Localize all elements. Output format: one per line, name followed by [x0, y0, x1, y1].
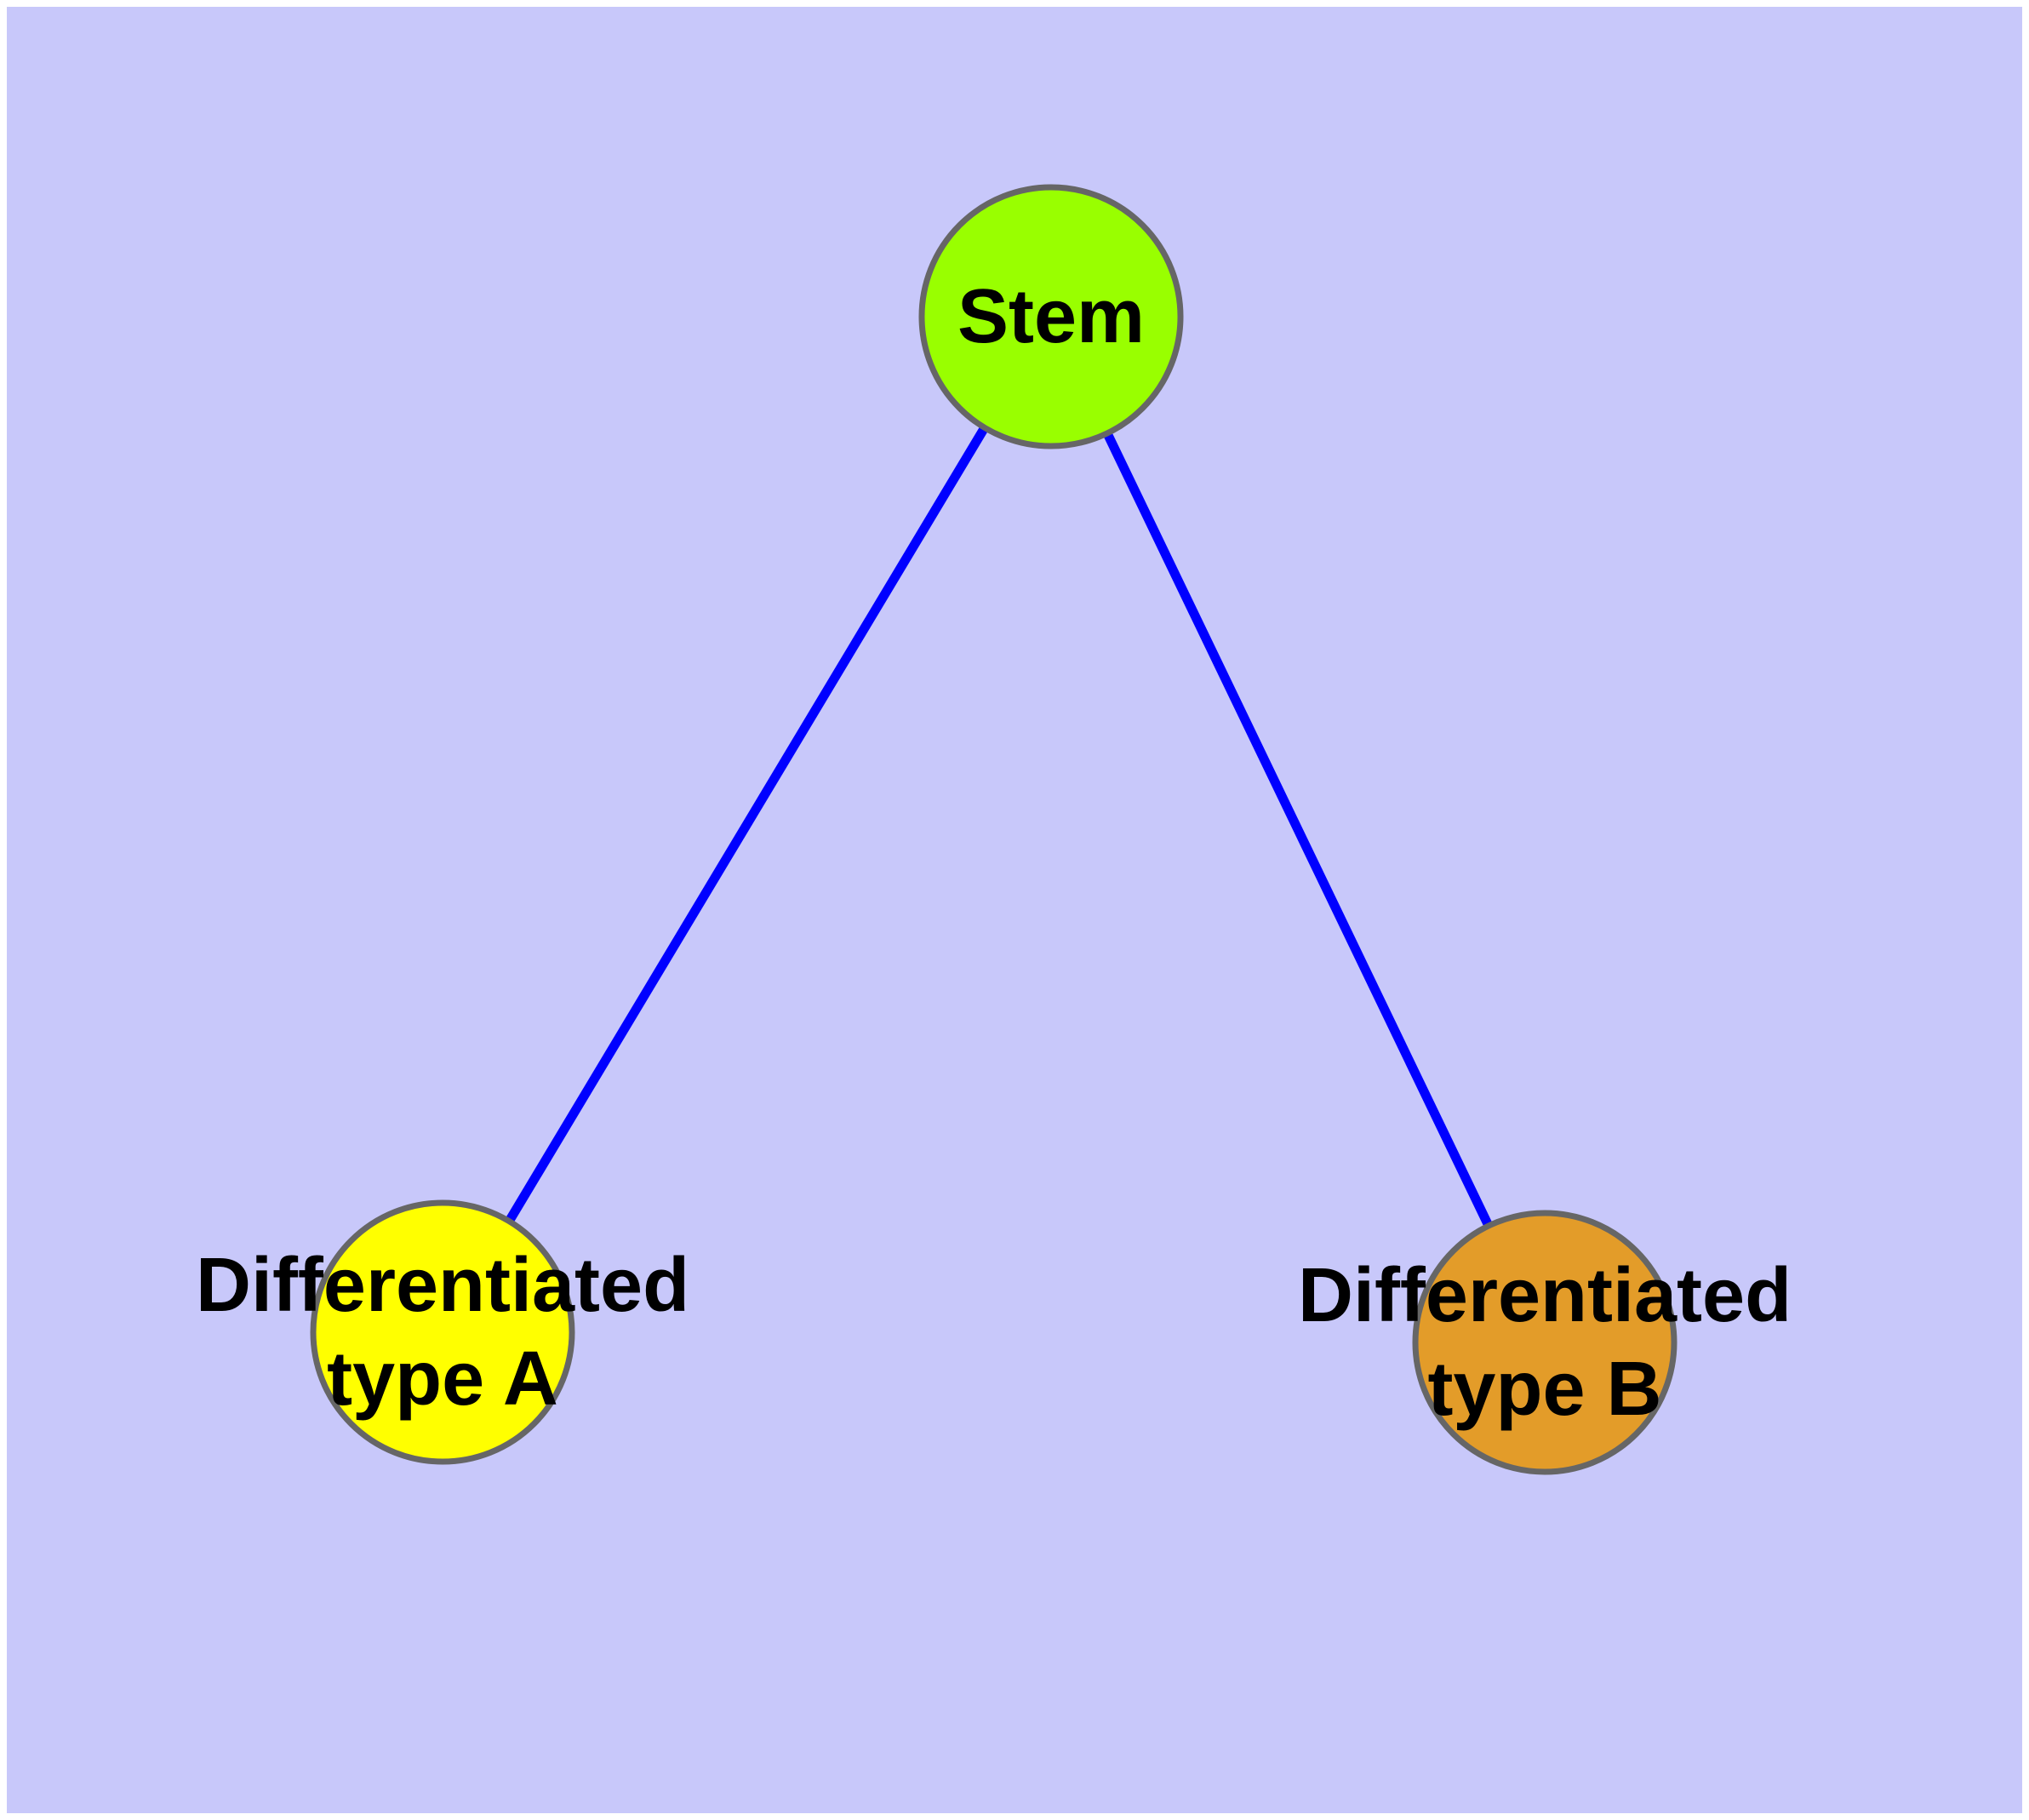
graph-node-stem[interactable]	[918, 184, 1184, 449]
graph-node-diff_a[interactable]	[310, 1199, 575, 1465]
graph-node-diff_b[interactable]	[1412, 1210, 1677, 1475]
graph-edge-stem-diff_b	[1047, 314, 1549, 1345]
graph-svg	[310, 184, 1677, 1475]
graph-edge-stem-diff_a	[438, 314, 1055, 1335]
nodes-group	[310, 184, 1677, 1475]
edges-group	[438, 314, 1549, 1345]
